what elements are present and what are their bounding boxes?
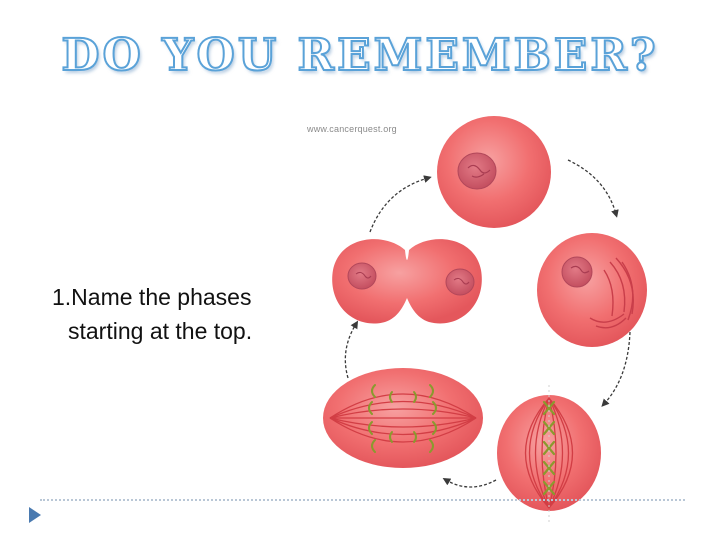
arrow-prophase-to-metaphase xyxy=(601,331,631,407)
arrow-anaphase-to-telophase xyxy=(344,320,359,379)
slide-title: DO YOU REMEMBER? xyxy=(60,29,659,82)
nucleus xyxy=(445,268,475,296)
cycle-arrows xyxy=(344,159,631,488)
question-line-1: 1.Name the phases xyxy=(52,284,252,310)
watermark-text: www.cancerquest.org xyxy=(307,124,397,134)
nucleus xyxy=(457,152,497,190)
nucleus xyxy=(347,262,377,290)
footer-divider xyxy=(40,499,685,501)
cell-interphase xyxy=(437,116,551,228)
question-line-2: starting at the top. xyxy=(68,318,253,344)
question-text: 1.Name the phases starting at the top. xyxy=(52,280,312,348)
arrow-interphase-to-prophase xyxy=(567,159,619,218)
bullet-arrow-icon xyxy=(29,507,41,523)
cell-cycle-diagram xyxy=(323,116,647,525)
cell-metaphase xyxy=(497,385,601,525)
arrow-metaphase-to-anaphase xyxy=(442,478,497,488)
nucleus xyxy=(561,256,593,288)
cell-prophase xyxy=(537,233,647,347)
cell-telophase xyxy=(332,239,482,324)
cell-anaphase xyxy=(323,368,483,468)
arrow-telophase-to-interphase xyxy=(369,175,432,233)
